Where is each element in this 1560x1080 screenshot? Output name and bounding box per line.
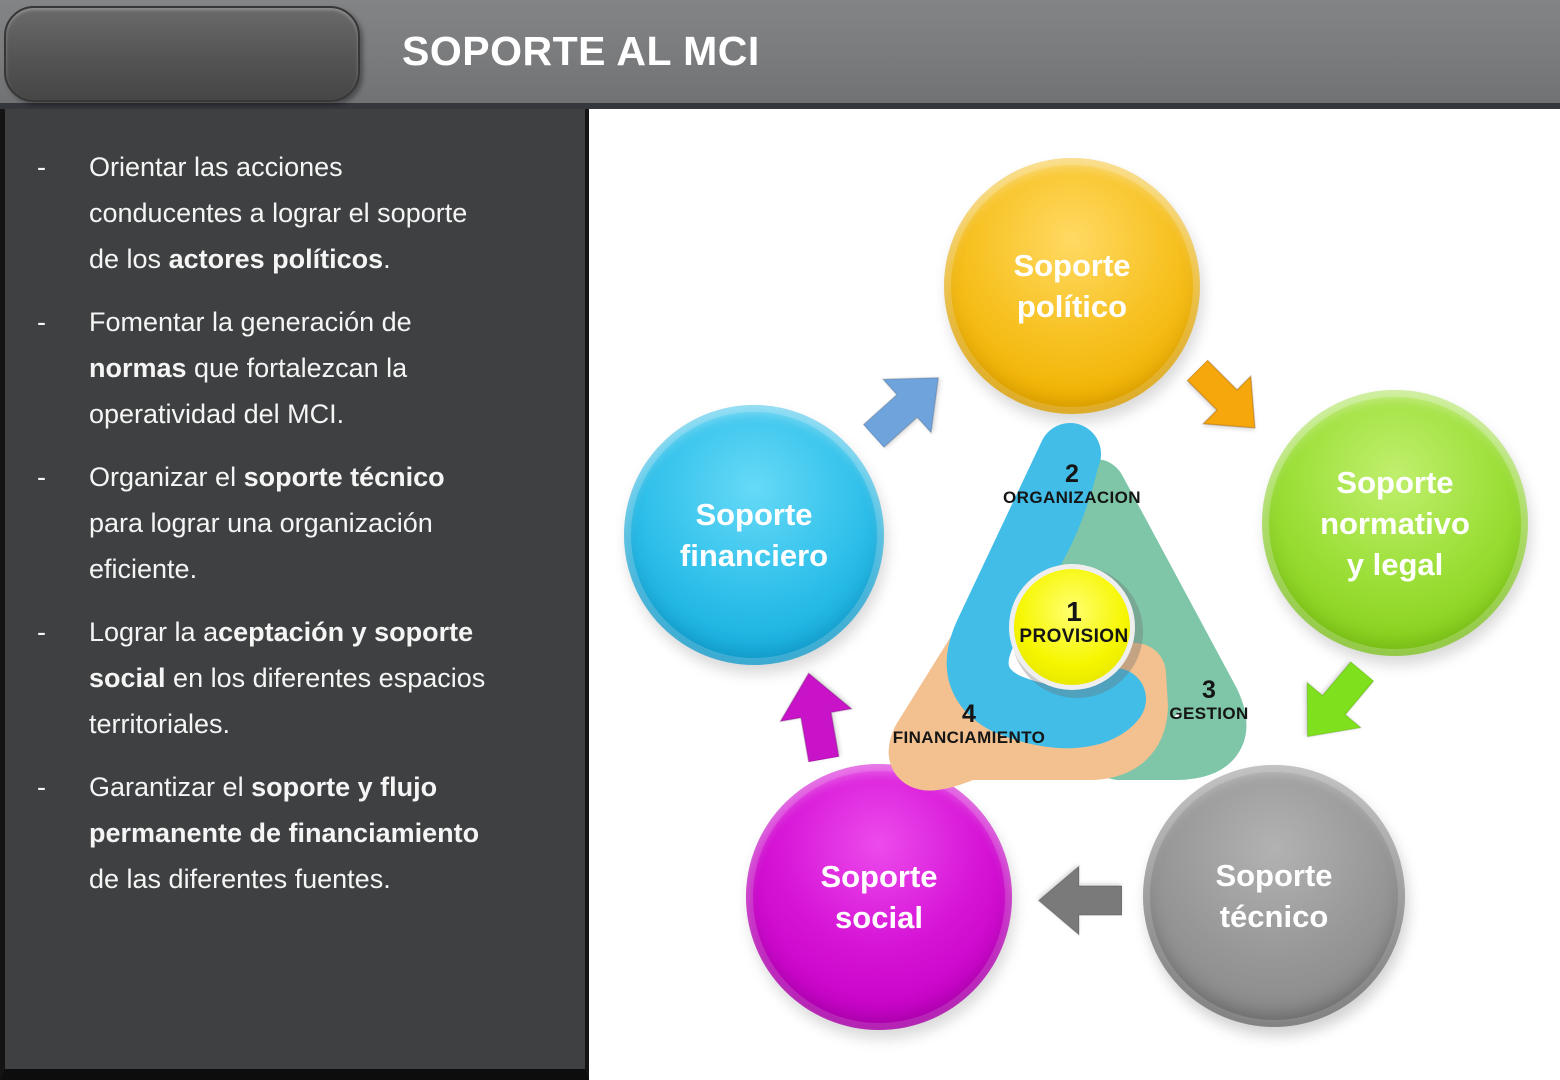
arrow-up-icon: [764, 663, 868, 767]
circle-soporte-social: Soporte social: [746, 764, 1012, 1030]
arrow-up-right-icon: [843, 342, 971, 471]
bullet-item: - Organizar el soporte técnico para logra…: [5, 454, 585, 592]
circle-label: Soporte social: [820, 856, 937, 938]
label-line: político: [1016, 289, 1128, 324]
bullet-list: - Orientar las acciones conducentes a log…: [5, 144, 585, 902]
diagram-canvas: Soporte político Soporte financiero Sopo…: [589, 109, 1560, 1080]
bullet-text: Garantizar el soporte y flujo permanente…: [89, 772, 480, 894]
core-number: 3: [1202, 676, 1216, 704]
label-line: Soporte: [1215, 858, 1333, 893]
label-line: Soporte: [1336, 464, 1454, 500]
label-line: normativo: [1320, 505, 1470, 541]
bullet-item: - Garantizar el soporte y flujo permanent…: [5, 764, 585, 902]
bullet-marker: -: [37, 462, 46, 492]
core-label-organizacion: 2 ORGANIZACION: [1003, 460, 1141, 508]
circle-soporte-politico: Soporte político: [944, 158, 1200, 414]
label-line: Soporte: [820, 859, 938, 894]
core-number: 1: [1066, 596, 1082, 627]
core-word: PROVISION: [1019, 626, 1129, 647]
core-number: 2: [1065, 460, 1079, 488]
header-tab: [4, 6, 360, 102]
bullet-text: Orientar las acciones conducentes a logr…: [89, 152, 468, 274]
circle-soporte-normativo: Soporte normativo y legal: [1262, 390, 1528, 656]
objectives-panel: - Orientar las acciones conducentes a log…: [0, 109, 589, 1080]
bullet-text: Organizar el soporte técnico para lograr…: [89, 462, 445, 584]
bullet-marker: -: [37, 772, 46, 802]
label-line: Soporte: [695, 497, 813, 532]
label-line: financiero: [679, 538, 829, 573]
bullet-text: Lograr la aceptación y soporte social en…: [89, 617, 486, 739]
provision-circle: [1014, 569, 1130, 685]
label-line: y legal: [1346, 546, 1444, 582]
circle-label: Soporte técnico: [1215, 855, 1332, 937]
page-title: SOPORTE AL MCI: [402, 28, 760, 74]
bullet-text: Fomentar la generación de normas que for…: [89, 307, 412, 429]
label-line: Soporte: [1013, 248, 1131, 283]
bullet-marker: -: [37, 307, 46, 337]
core-triangle-diagram: 2 ORGANIZACION 1 PROVISION 3 GESTION 4 F…: [857, 402, 1287, 794]
core-word: GESTION: [1169, 704, 1249, 723]
arrow-down-right-icon: [1166, 339, 1288, 461]
circle-soporte-tecnico: Soporte técnico: [1143, 765, 1405, 1027]
circle-label: Soporte normativo y legal: [1320, 462, 1470, 585]
bullet-marker: -: [37, 152, 46, 182]
label-line: social: [835, 900, 923, 935]
circle-soporte-financiero: Soporte financiero: [624, 405, 884, 665]
circle-label: Soporte político: [1013, 245, 1130, 327]
bullet-item: - Lograr la aceptación y soporte social e…: [5, 609, 585, 747]
core-word: ORGANIZACION: [1003, 488, 1141, 507]
bullet-item: - Fomentar la generación de normas que fo…: [5, 299, 585, 437]
bullet-item: - Orientar las acciones conducentes a log…: [5, 144, 585, 282]
arm-organizacion: [946, 423, 1146, 749]
circle-label: Soporte financiero: [680, 494, 828, 576]
bullet-marker: -: [37, 617, 46, 647]
title-bar: SOPORTE AL MCI: [0, 0, 1560, 109]
core-label-provision: 1 PROVISION: [1019, 597, 1128, 647]
label-line: técnico: [1219, 899, 1329, 934]
core-word: FINANCIAMIENTO: [892, 728, 1046, 747]
arrow-down-left-icon: [1271, 642, 1397, 767]
core-number: 4: [962, 700, 976, 728]
core-label-financiamiento: 4 FINANCIAMIENTO: [893, 700, 1046, 748]
core-label-gestion: 3 GESTION: [1169, 676, 1248, 724]
arrow-left-icon: [1036, 853, 1122, 948]
